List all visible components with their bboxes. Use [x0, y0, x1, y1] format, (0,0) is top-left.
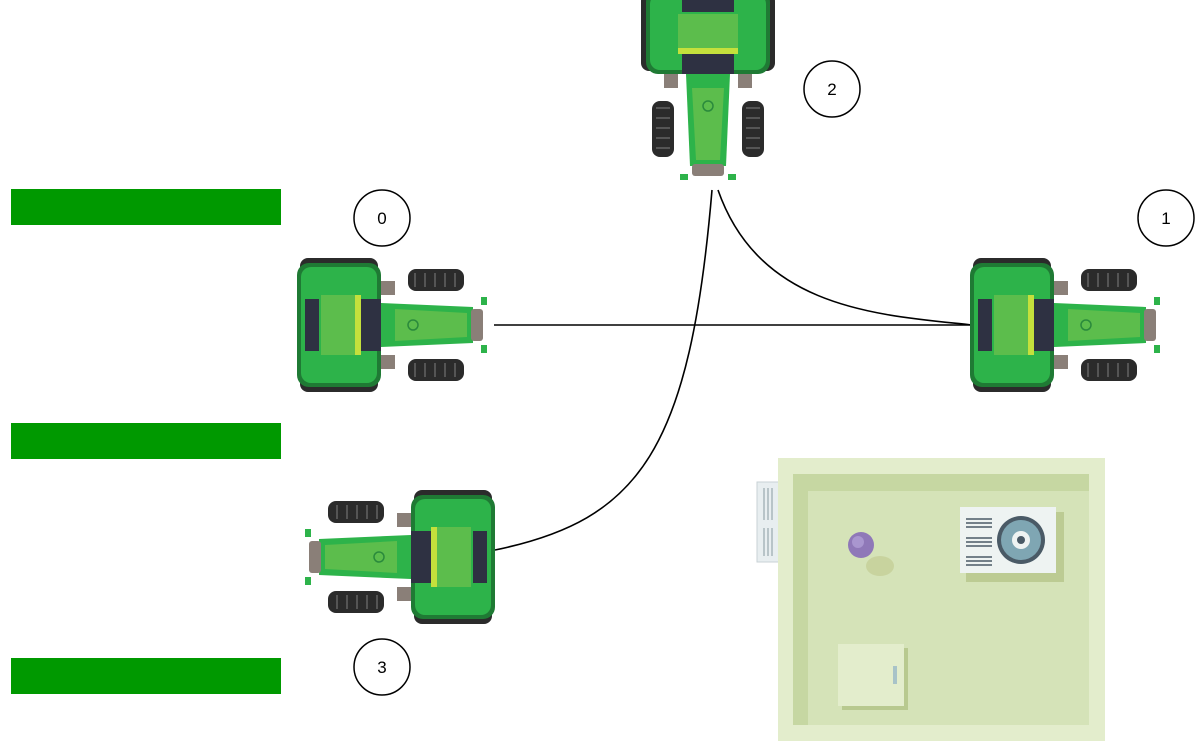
farm-building-icon [756, 458, 1105, 741]
edge-2-3 [494, 189, 713, 551]
tractor-icon [969, 257, 1161, 393]
node-label: 2 [827, 80, 836, 99]
field-strip [11, 189, 281, 225]
node-label: 1 [1161, 209, 1170, 228]
tractor-icon [296, 257, 488, 393]
node-circle [353, 189, 411, 247]
edges [494, 189, 973, 551]
node-label: 3 [377, 658, 386, 677]
node-circle [803, 60, 861, 118]
node-3: 3 [353, 638, 411, 696]
air-conditioner-icon [960, 507, 1064, 582]
node-0: 0 [353, 189, 411, 247]
edge-2-1 [717, 189, 973, 326]
field-strip [11, 658, 281, 694]
field-strip [11, 423, 281, 459]
tractor-icon [640, 0, 776, 181]
tractor-icon [304, 489, 496, 625]
node-2: 2 [803, 60, 861, 118]
node-1: 1 [1137, 189, 1195, 247]
node-circle [1137, 189, 1195, 247]
node-label: 0 [377, 209, 386, 228]
node-circle [353, 638, 411, 696]
